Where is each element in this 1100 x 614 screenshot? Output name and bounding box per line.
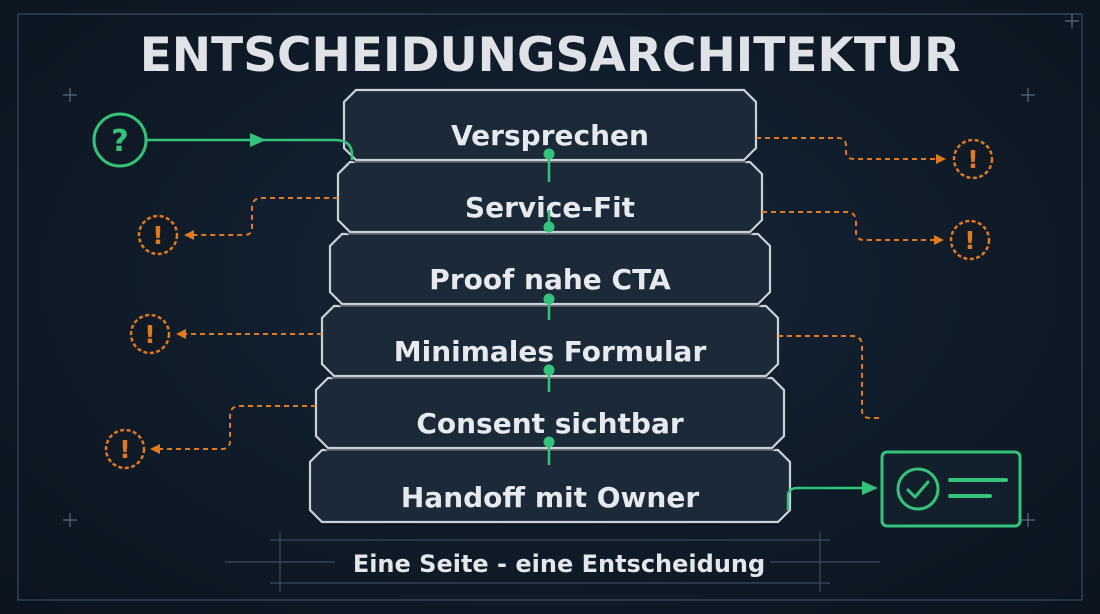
warning-symbol: ! [119, 435, 130, 464]
warning-marker: ! [129, 313, 322, 355]
warning-symbol: ! [964, 226, 975, 255]
layer-5: Consent sichtbar [314, 376, 786, 452]
corner-crosses [63, 14, 1079, 527]
output-card [880, 450, 1022, 528]
layer-label: Versprechen [451, 119, 649, 152]
question-circle-icon [92, 112, 148, 168]
layer-label: Handoff mit Owner [401, 481, 699, 514]
layer-1: Versprechen [342, 88, 758, 164]
warning-circle-icon [137, 214, 179, 256]
footer-guides [225, 532, 880, 592]
leader-arrowhead [936, 154, 946, 164]
layer-3: Proof nahe CTA [328, 232, 772, 308]
connector-node [543, 436, 555, 448]
leader-arrowhead [184, 230, 194, 240]
layer-label: Minimales Formular [394, 335, 707, 368]
output-arrow-line [786, 486, 865, 510]
footer-text: Eine Seite - eine Entscheidung [353, 550, 765, 578]
check-mark [906, 480, 930, 499]
layer-label: Consent sichtbar [416, 407, 684, 440]
dashed-leader [778, 335, 880, 419]
layer-box [308, 448, 792, 524]
leader-arrowhead [150, 444, 160, 454]
output-arrowhead [862, 481, 878, 495]
warning-circle-icon [129, 313, 171, 355]
connector-node [543, 221, 555, 233]
warning-markers: !!!!! [104, 137, 994, 470]
warning-marker: ! [104, 405, 316, 470]
layer-label: Proof nahe CTA [429, 263, 671, 296]
dashed-leader [762, 211, 936, 241]
dashed-leader [192, 197, 338, 236]
input-marker: ? [92, 112, 354, 168]
warning-symbol: ! [967, 145, 978, 174]
question-mark: ? [111, 124, 128, 159]
layer-4: Minimales Formular [320, 304, 780, 380]
connector-node [543, 364, 555, 376]
connector-node [543, 148, 555, 160]
leader-arrowhead [934, 235, 944, 245]
dashed-leader [158, 405, 316, 450]
layer-box [342, 88, 758, 162]
dashed-leader [756, 137, 938, 160]
leader-arrowhead [176, 329, 186, 339]
central-connector [543, 148, 555, 465]
warning-symbol: ! [144, 320, 155, 349]
outer-frame [17, 13, 1083, 601]
layer-6: Handoff mit Owner [308, 448, 792, 526]
warning-marker: ! [137, 197, 338, 256]
diagram-title: ENTSCHEIDUNGSARCHITEKTUR [139, 28, 961, 83]
layer-box [336, 160, 764, 234]
output-marker [786, 450, 1022, 528]
warning-marker: ! [762, 211, 991, 261]
warning-symbol: ! [152, 221, 163, 250]
layer-2: Service-Fit [336, 160, 764, 236]
warning-circle-icon [949, 219, 991, 261]
input-arrow-line [147, 138, 354, 160]
layer-stack: Handoff mit Owner Consent sichtbar Minimal… [308, 88, 792, 526]
connector-node [543, 293, 555, 305]
input-arrowhead [250, 133, 266, 147]
check-circle-icon [896, 467, 940, 511]
warning-circle-icon [952, 138, 994, 180]
layer-box [328, 232, 772, 306]
warning-circle-icon [104, 428, 146, 470]
warning-marker: ! [756, 137, 994, 180]
